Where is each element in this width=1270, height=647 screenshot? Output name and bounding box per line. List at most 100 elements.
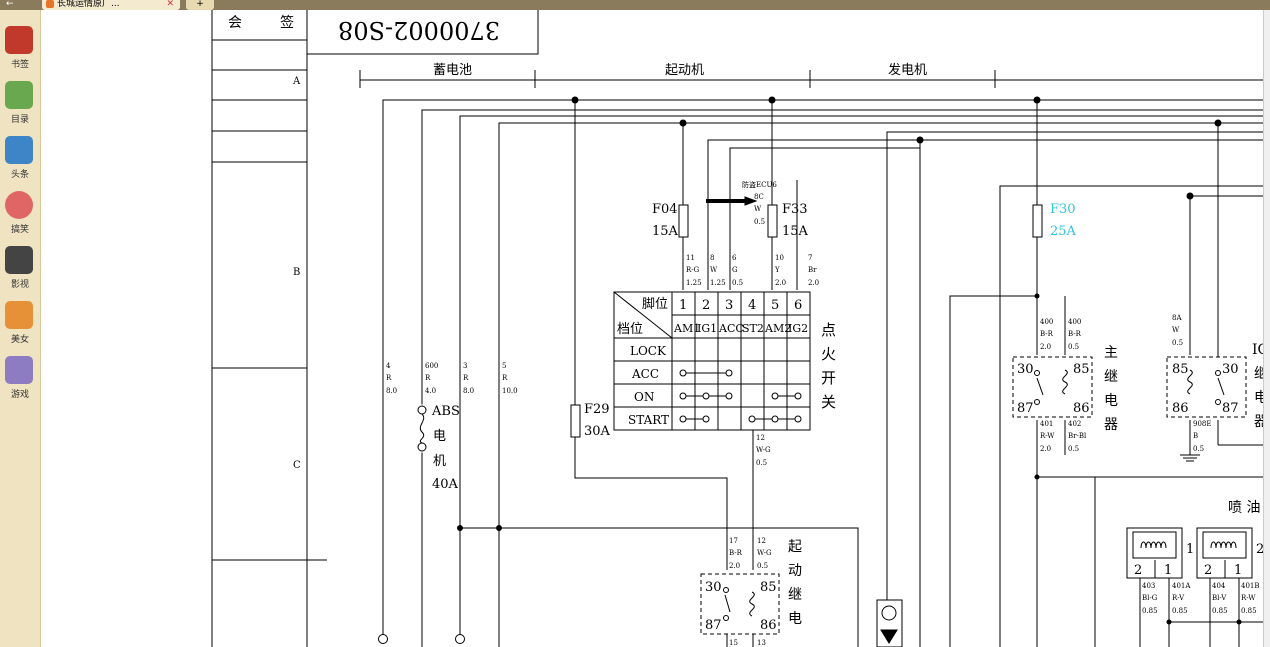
sidebar-item-film[interactable]: 影视 xyxy=(0,244,40,296)
abs-label: ABS xyxy=(431,404,460,419)
wire-label: Bl-G xyxy=(1142,594,1158,602)
pdf-page-viewport[interactable]: 会 签 3700002-S08 A B C 蓄电池 起动机 发电机 xyxy=(41,10,1263,647)
wire-label: B-R xyxy=(1040,330,1054,338)
ecu-note: 8C xyxy=(754,193,764,201)
sidebar-item-label: 搞笑 xyxy=(10,225,29,235)
wire-label: W-G xyxy=(756,446,771,454)
wire-label: 2.0 xyxy=(729,562,740,570)
section-starter: 起动机 xyxy=(665,63,704,78)
main-relay-title: 器 xyxy=(1104,417,1118,433)
fuse-f04-rating: 15A xyxy=(652,224,679,239)
wire-label: 0.5 xyxy=(1172,339,1183,347)
wire-label: 6 xyxy=(732,254,737,262)
new-tab-button[interactable]: + xyxy=(186,0,214,10)
wire-label: B-R xyxy=(729,549,743,557)
wire-label: R-V xyxy=(1172,594,1185,602)
wire-label: 402 xyxy=(1068,420,1081,428)
active-tab[interactable]: 长城运情原厂... ✕ xyxy=(42,0,180,10)
wire-label: 4.0 xyxy=(425,387,436,395)
wire-label: 0.85 xyxy=(1241,607,1257,615)
section-ruler xyxy=(359,70,1263,88)
back-button[interactable]: ← xyxy=(6,0,14,9)
main-relay xyxy=(1012,356,1093,418)
wire-label: 10 xyxy=(775,254,784,262)
wire-label: B-R xyxy=(1068,330,1082,338)
title-block-frame xyxy=(211,10,539,647)
beauty-icon xyxy=(5,301,33,329)
terminal-name: ST2 xyxy=(742,322,764,335)
tab-close-icon[interactable]: ✕ xyxy=(166,0,174,9)
relay-pin: 85 xyxy=(760,580,777,595)
wire-label: 8.0 xyxy=(386,387,397,395)
row-label-c: C xyxy=(293,460,301,471)
sidebar-item-bookmark[interactable]: 书签 xyxy=(0,24,40,76)
switch-connections xyxy=(679,369,802,423)
wire-label: 0.85 xyxy=(1172,607,1188,615)
sidebar-item-label: 游戏 xyxy=(10,390,29,400)
game-icon xyxy=(5,356,33,384)
wire-label: Br xyxy=(808,266,817,274)
bookmark-icon xyxy=(5,26,33,54)
wire-label: 3 xyxy=(463,362,467,370)
vertical-scrollbar[interactable] xyxy=(1263,10,1270,647)
relay-pin: 30 xyxy=(705,580,722,595)
wire-label: 12 xyxy=(756,434,765,442)
switch-title: 开 xyxy=(821,369,836,387)
start-relay-title: 继 xyxy=(788,587,802,603)
wire-label: 404 xyxy=(1212,582,1226,590)
injector-pin: 2 xyxy=(1204,563,1212,578)
pin-number: 2 xyxy=(702,298,710,313)
wire-label: 12 xyxy=(757,537,766,545)
wire-label: 0.85 xyxy=(1212,607,1228,615)
ig-relay-title: 继 xyxy=(1254,366,1263,382)
wire-label: 13 xyxy=(757,639,766,647)
ignition-switch-table xyxy=(613,291,811,431)
sidebar-item-funny[interactable]: 搞笑 xyxy=(0,189,40,241)
sidebar-item-game[interactable]: 游戏 xyxy=(0,354,40,406)
wire-label: 2.0 xyxy=(808,279,819,287)
sidebar-item-beauty[interactable]: 美女 xyxy=(0,299,40,351)
section-battery: 蓄电池 xyxy=(433,63,472,78)
tab-title: 长城运情原厂... xyxy=(57,0,120,9)
injector-pin: 2 xyxy=(1134,563,1142,578)
arrow-head-icon xyxy=(744,196,758,206)
abs-label: 机 xyxy=(433,454,446,469)
switch-title: 关 xyxy=(821,393,836,411)
start-relay-title: 起 xyxy=(788,539,802,555)
start-relay-title: 电 xyxy=(788,611,802,627)
wire-label: R-W xyxy=(1241,594,1256,602)
relay-pin: 86 xyxy=(1172,401,1189,416)
wire-label: 2.0 xyxy=(775,279,786,287)
drawing-number: 3700002-S08 xyxy=(338,16,500,44)
injector-pin: 1 xyxy=(1164,563,1172,578)
fuse-f04 xyxy=(678,204,689,238)
wire-label: R xyxy=(463,374,469,382)
sidebar-item-label: 目录 xyxy=(10,115,29,125)
sidebar-item-catalog[interactable]: 目录 xyxy=(0,79,40,131)
wire-label: 8A xyxy=(1172,314,1182,322)
sidebar-item-headline[interactable]: 头条 xyxy=(0,134,40,186)
wire-label: W-G xyxy=(757,549,772,557)
abs-fusible-link xyxy=(417,404,428,453)
terminal-name: IG1 xyxy=(697,322,717,335)
wire-label: 17 xyxy=(729,537,738,545)
wire-label: R xyxy=(502,374,508,382)
relay-pin: 86 xyxy=(760,618,777,633)
catalog-icon xyxy=(5,81,33,109)
wire-label: 908E xyxy=(1193,420,1211,428)
fuse-f30 xyxy=(1032,204,1043,238)
pin-number: 1 xyxy=(679,298,687,313)
terminal-name: AM2 xyxy=(764,322,791,335)
pin-number: 3 xyxy=(725,298,733,313)
wire-label: R-W xyxy=(1040,432,1055,440)
section-generator: 发电机 xyxy=(888,62,927,78)
ecu-note: W xyxy=(754,205,762,213)
ig-relay-title: IG xyxy=(1252,342,1263,358)
relay-pin: 85 xyxy=(1172,362,1189,377)
wire-label: 0.5 xyxy=(757,562,768,570)
injector-number: 1 xyxy=(1186,542,1194,557)
relay-pin: 30 xyxy=(1222,362,1239,377)
fuse-f30-rating: 25A xyxy=(1050,224,1077,239)
fuse-f33-rating: 15A xyxy=(782,224,809,239)
sign-label: 会 xyxy=(228,15,242,31)
